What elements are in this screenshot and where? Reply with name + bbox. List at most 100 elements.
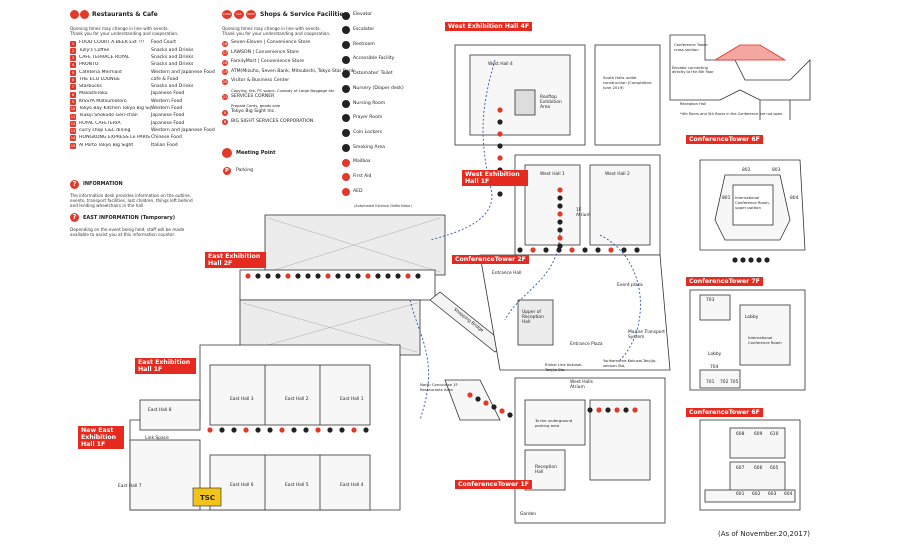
facility-marker xyxy=(395,273,401,279)
facility-marker xyxy=(267,427,273,433)
shop-number-icon: 16 xyxy=(222,40,228,47)
facility-marker xyxy=(315,273,321,279)
shop-item: Copying, fax, PC space, Custody of Large… xyxy=(231,88,336,95)
facility-icon xyxy=(342,85,350,93)
label-west-1f: West Exhibition Hall 1F xyxy=(462,170,528,186)
restaurant-number-icon: 11 xyxy=(70,113,76,120)
restaurants-title: Restaurants & Cafe xyxy=(92,11,158,18)
facility-marker xyxy=(497,155,503,161)
room-elevator-connect: Elevator connecting directly to the 8th … xyxy=(672,66,714,74)
restaurant-type: Western and Japanese Food xyxy=(151,69,215,75)
facility-icon xyxy=(342,99,350,108)
restaurant-type: Western Food xyxy=(151,98,183,104)
room-number: 601 xyxy=(736,492,745,497)
restaurant-type: Western Food xyxy=(151,106,183,112)
room-event-plaza: Event plaza xyxy=(617,283,643,288)
restaurant-name: CAFE TERRACE ROYAL xyxy=(79,54,130,60)
facility-marker xyxy=(295,273,301,279)
label-new-east-1f: New East Exhibition Hall 1F xyxy=(78,426,124,449)
room-number: 607 xyxy=(736,466,745,471)
facility-marker xyxy=(231,427,237,433)
facility-icon xyxy=(342,187,350,196)
facility-icon xyxy=(342,114,350,123)
facility-marker xyxy=(557,195,563,201)
tsc-logo xyxy=(192,487,222,507)
facility-marker xyxy=(507,412,513,418)
facility-icon-clusters xyxy=(207,107,770,433)
facility-name: Accessible Facility xyxy=(353,56,395,62)
facility-marker xyxy=(582,247,588,253)
room-upper-reception: Upper of Reception Hall xyxy=(522,310,544,325)
facility-marker xyxy=(475,396,481,402)
shop-number-icon: 21 xyxy=(222,94,228,100)
facility-item: AED xyxy=(342,187,363,196)
shop-name: ATM(Mizuho, Seven Bank, Mitsubishi, Toky… xyxy=(231,68,355,74)
label-east-1f: East Exhibition Hall 1F xyxy=(135,358,196,374)
room-number: 608 xyxy=(736,432,745,437)
facility-icon xyxy=(342,26,350,35)
shops-note-1: Opening times may change in line with ev… xyxy=(222,26,321,31)
room-number: 606 xyxy=(754,466,763,471)
shop-tag: SHOP xyxy=(246,10,256,19)
facility-item: Coin Lockers xyxy=(342,129,382,138)
room-east-hall-5: East Hall 5 xyxy=(285,483,309,488)
shop-name: Visitor & Business Center xyxy=(231,78,290,84)
restaurant-type: Snacks and Drinks xyxy=(151,62,194,68)
facility-marker xyxy=(265,273,271,279)
shop-name: Prepaid Cards, goods sale xyxy=(231,103,281,109)
facility-marker xyxy=(499,408,505,414)
restaurant-name: PRONTO xyxy=(79,62,99,68)
restaurant-name: Starbucks xyxy=(79,84,102,90)
restaurant-type: Japanese Food xyxy=(151,91,185,97)
restaurant-name: Cafeteria Mermaid xyxy=(79,69,122,75)
restaurant-number-icon: 13 xyxy=(70,128,76,135)
room-west-hall-2: West Hall 2 xyxy=(605,172,630,177)
facility-marker xyxy=(415,273,421,279)
room-number: 802 xyxy=(742,168,751,173)
facility-marker xyxy=(303,427,309,433)
room-east-hall-4: East Hall 4 xyxy=(340,483,364,488)
room-underground: To the underground parking area xyxy=(535,418,573,428)
room-intl-conf-upper: International Conference Room, upper por… xyxy=(735,195,770,210)
facility-marker xyxy=(491,404,497,410)
facility-marker xyxy=(497,131,503,137)
room-rinkai: Rinkai Line Kokusai-Tenjijo Sta. xyxy=(545,362,583,372)
facility-item: Prayer Room xyxy=(342,114,382,123)
restaurants-note-1: Opening times may change in line with ev… xyxy=(70,26,169,31)
fax-tag: FAX xyxy=(234,10,244,19)
room-number: 602 xyxy=(752,492,761,497)
facility-marker xyxy=(595,247,601,253)
room-number: 801 xyxy=(722,196,731,201)
restaurant-name: ROYAL CAFETERIA xyxy=(79,120,121,126)
room-entrance-plaza: Entrance Plaza xyxy=(570,342,603,347)
restaurant-number-icon: 9 xyxy=(70,98,76,105)
shop-name: SERVICES CORNER xyxy=(231,93,275,99)
room-east-hall-1: East Hall 1 xyxy=(340,397,364,402)
facility-item: Accessible Facility xyxy=(342,55,395,64)
facility-name: First Aid xyxy=(353,174,372,180)
restaurant-icon xyxy=(70,10,79,19)
facility-item: Elevator xyxy=(342,11,372,20)
facility-marker xyxy=(764,257,770,263)
restaurant-number-icon: 14 xyxy=(70,135,76,142)
room-reception-small: Reception Hall xyxy=(680,102,706,106)
shops-title: Shops & Service Facilities xyxy=(260,11,348,18)
as-of-date: (As of November.20,2017) xyxy=(718,530,811,538)
restaurant-name: Tsukiji Shokudo Gen-chan xyxy=(79,113,138,119)
facility-marker xyxy=(557,243,563,249)
facility-marker xyxy=(375,273,381,279)
facility-name: Smoking Area xyxy=(353,144,385,150)
room-lobby-7f: Lobby xyxy=(745,315,759,320)
room-floor-note: *4th floors and 5th floors in the Confer… xyxy=(680,112,784,116)
facility-marker xyxy=(219,427,225,433)
facility-marker xyxy=(279,427,285,433)
facility-marker xyxy=(207,427,213,433)
